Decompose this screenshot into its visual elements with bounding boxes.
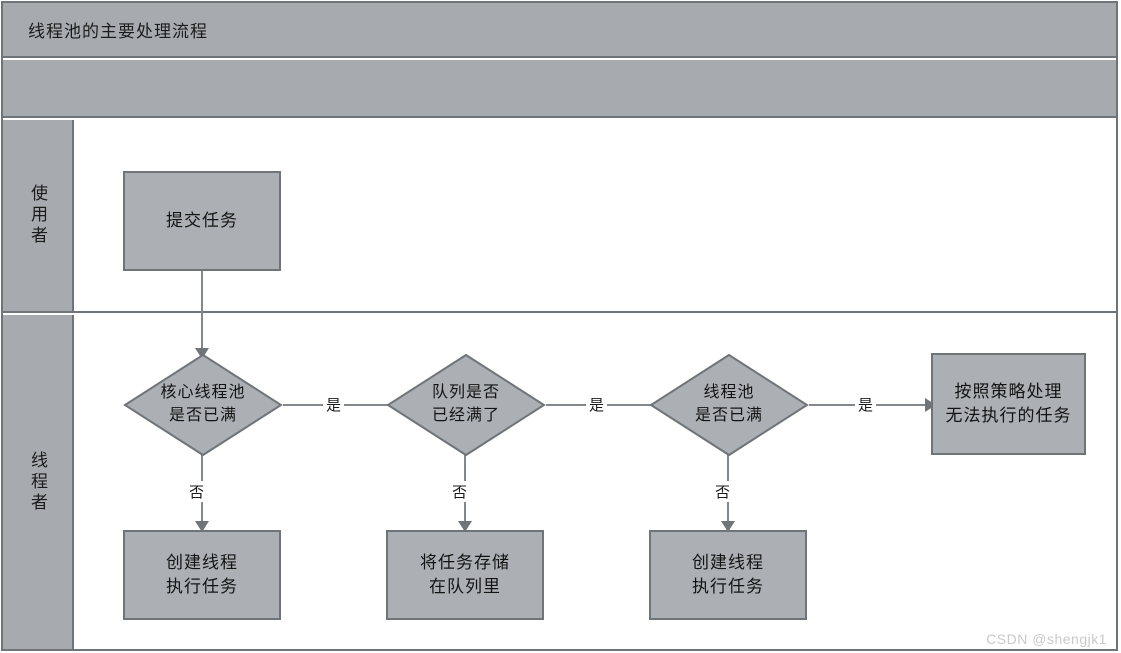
swimlane-label-user-text: 使用者 (28, 184, 47, 247)
connector-submit-to-core-full (201, 270, 203, 352)
page-title: 线程池的主要处理流程 (28, 22, 208, 41)
node-core-pool-full-line-0: 核心线程池 (160, 384, 246, 402)
arrowhead-submit-to-core-full (195, 348, 209, 359)
swimlane-label-thread-text: 线程者 (28, 450, 47, 514)
node-submit-task[interactable]: 提交任务 (123, 171, 281, 271)
diamond-shape-thread-pool (649, 353, 809, 457)
node-queue-full-decision[interactable]: 队列是否 已经满了 (386, 353, 546, 457)
arrowhead-pool-full-to-create-2 (721, 521, 735, 532)
node-core-pool-full-line-1: 是否已满 (168, 407, 237, 424)
node-store-task-in-queue-line-0: 将任务存储 (420, 552, 510, 572)
edge-label-pool-full-no: 否 (712, 481, 734, 502)
node-thread-pool-full-decision[interactable]: 线程池 是否已满 (649, 353, 809, 457)
edge-label-core-full-yes: 是 (323, 394, 345, 415)
diamond-shape-queue (386, 353, 546, 457)
arrowhead-core-full-to-create-1 (195, 521, 209, 532)
node-core-pool-full-text: 核心线程池 是否已满 (160, 382, 245, 427)
diagram-title-band: 线程池的主要处理流程 (3, 3, 1116, 58)
node-create-thread-execute-2-line-1: 执行任务 (692, 577, 764, 596)
node-create-thread-execute-1-line-1: 执行任务 (166, 577, 238, 596)
arrowhead-queue-full-to-enqueue (458, 521, 472, 532)
node-create-thread-execute-1[interactable]: 创建线程 执行任务 (123, 530, 281, 620)
edge-label-pool-full-yes: 是 (855, 394, 877, 415)
node-queue-full-line-1: 已经满了 (431, 407, 500, 424)
arrowhead-pool-full-to-reject (925, 398, 936, 412)
node-reject-policy-line-1: 无法执行的任务 (945, 406, 1072, 425)
edge-label-queue-full-no: 否 (449, 481, 471, 502)
node-thread-pool-full-text: 线程池 是否已满 (695, 382, 763, 427)
node-create-thread-execute-1-line-0: 创建线程 (166, 552, 238, 572)
edge-label-core-full-no: 否 (186, 481, 208, 502)
swimlane-label-thread: 线程者 (3, 315, 74, 649)
node-queue-full-text: 队列是否 已经满了 (432, 382, 500, 427)
diagram-subheader-band (3, 60, 1116, 118)
node-thread-pool-full-line-0: 线程池 (703, 384, 755, 402)
node-create-thread-execute-2-line-0: 创建线程 (692, 552, 764, 572)
edge-label-queue-full-yes: 是 (586, 394, 608, 415)
node-submit-task-line-0: 提交任务 (166, 210, 238, 230)
node-store-task-in-queue-line-1: 在队列里 (429, 577, 501, 596)
node-thread-pool-full-line-1: 是否已满 (694, 407, 763, 424)
node-reject-policy[interactable]: 按照策略处理 无法执行的任务 (931, 353, 1086, 455)
node-reject-policy-line-0: 按照策略处理 (954, 381, 1063, 401)
watermark: CSDN @shengjk1 (986, 631, 1107, 647)
swimlane-label-user: 使用者 (3, 120, 74, 313)
node-queue-full-line-0: 队列是否 (431, 384, 500, 402)
node-create-thread-execute-2[interactable]: 创建线程 执行任务 (649, 530, 807, 620)
node-core-pool-full-decision[interactable]: 核心线程池 是否已满 (123, 353, 283, 457)
diamond-shape-core-pool (123, 353, 283, 457)
node-store-task-in-queue[interactable]: 将任务存储 在队列里 (386, 530, 544, 620)
